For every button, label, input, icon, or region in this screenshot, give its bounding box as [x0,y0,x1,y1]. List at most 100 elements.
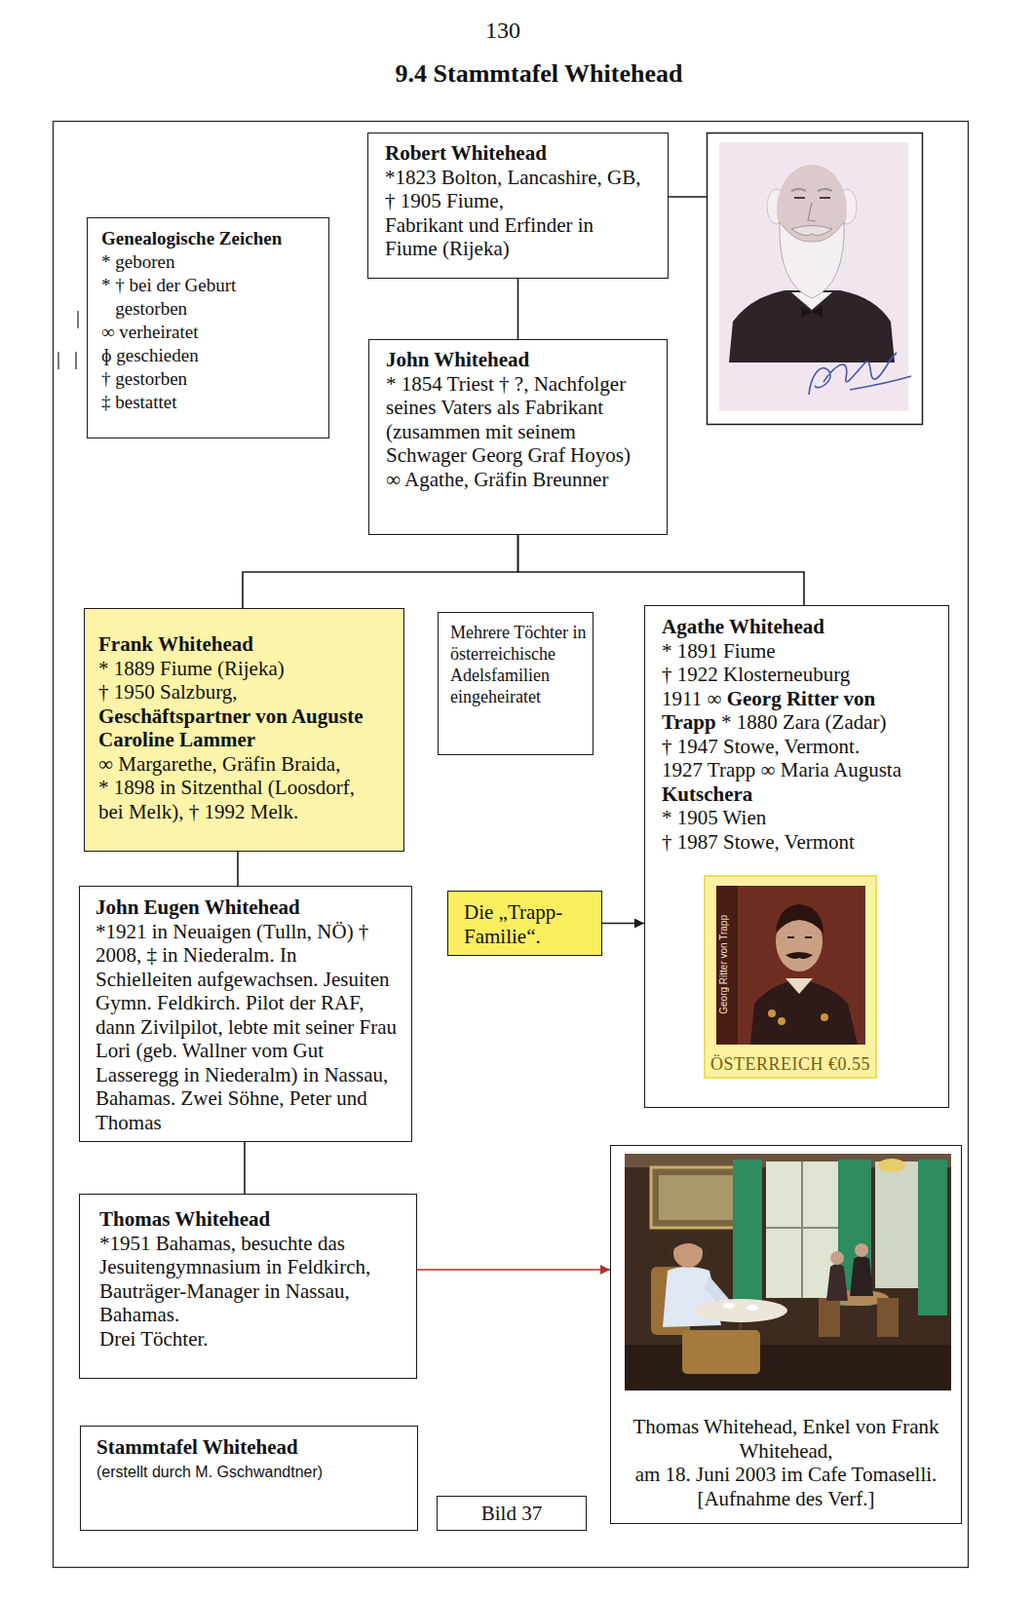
portrait-robert-whitehead [794,196,831,199]
note-box: Mehrere Töchter in österreichische Adels… [437,612,594,756]
cafe-photo [875,1161,919,1289]
cafe-photo [651,1167,741,1228]
node-text: * 1905 Wien [661,805,766,830]
text-line: † 1987 Stowe, Vermont [661,830,929,855]
node-text: Drei Töchter. [99,1327,209,1351]
text-line: † 1947 Stowe, Vermont. [661,734,929,760]
text-line: [Aufnahme des Verf.] [620,1487,952,1512]
callout-box: Die „Trapp-Familie“. [447,890,603,957]
node-text: ‡ bestattet [101,391,178,413]
portrait-robert-whitehead [791,189,833,192]
node-text: 1927 Trapp ∞ Maria Augusta [661,758,902,782]
cafe-photo [765,1161,839,1299]
person-box-highlighted: Frank Whitehead* 1889 Fiume (Rijeka)† 19… [83,608,405,852]
text-line: * geboren [101,250,285,274]
node-heading: Kutschera [661,782,753,806]
node-text: Mehrere Töchter in österreichische Adels… [450,622,587,707]
portrait-robert-whitehead [801,306,823,318]
connector-line [518,535,805,606]
node-text: [Aufnahme des Verf.] [696,1487,875,1511]
node-text: † 1905 Fiume, [384,189,504,213]
cafe-photo [673,1235,703,1250]
node-text: * † bei der Geburt gestorben [101,274,236,319]
text-line: Mehrere Töchter in österreichische Adels… [450,621,589,708]
trapp-stamp-art [716,885,866,1045]
figure-number-box: Bild 37 [436,1495,587,1532]
node-text: *1823 Bolton, Lancashire, GB, [384,165,641,190]
trapp-stamp-art [820,1013,829,1022]
trapp-stamp-art [704,876,877,1078]
cafe-photo [918,1159,948,1316]
text-line: Genealogische Zeichen [101,227,285,251]
cafe-photo [877,1298,899,1338]
connector-line [242,535,519,609]
node-heading: Agathe Whitehead [661,614,825,639]
node-text: ∞ Margarethe, Gräfin Braida, [98,752,341,776]
text-line: (erstellt durch M. Gschwandtner) [96,1459,408,1484]
text-line: ɸ geschieden [101,344,285,368]
text-line: † gestorben [101,367,285,391]
node-heading: Stammtafel Whitehead [96,1435,299,1459]
cafe-photo [624,1153,952,1391]
source-box: Stammtafel Whitehead(erstellt durch M. G… [79,1425,419,1532]
connector-line [517,278,520,340]
text-line: Bild 37 [441,1500,582,1527]
page-frame [53,121,969,1569]
node-text: * geboren [101,251,175,272]
node-text: Bild 37 [481,1501,542,1526]
text-line: * † bei der Geburt gestorben [101,273,285,321]
text-line: Fabrikant und Erfinder in Fiume (Rijeka) [384,213,644,262]
node-text: Die „Trapp-Familie“. [463,900,563,949]
text-line: * 1854 Triest † ?, Nachfolger seines Vat… [385,372,643,468]
node-heading: John Whitehead [385,347,530,372]
node-text: * 1889 Fiume (Rijeka) [98,656,285,681]
cafe-photo [732,1159,763,1311]
node-text: Georg Ritter von Trapp [718,915,730,1015]
cafe-photo [765,1161,839,1299]
text-line: Thomas Whitehead [99,1207,403,1232]
photo-box: Thomas Whitehead, Enkel von Frank Whiteh… [610,1145,962,1525]
margin-marks [57,351,59,370]
cafe-photo [682,1330,761,1375]
text-line: Drei Töchter. [99,1327,403,1352]
node-text: † gestorben [101,368,188,389]
cafe-photo [624,1344,952,1391]
text-line: ∞ verheiratet [101,320,285,345]
text-line: *1921 in Neuaigen (Tulln, NÖ) † 2008, ‡ … [95,919,398,1136]
node-text: * 1898 in Sitzenthal (Loosdorf, bei Melk… [98,775,355,824]
portrait-robert-whitehead [791,226,833,236]
text-line: Thomas Whitehead, Enkel von Frank Whiteh… [620,1415,952,1463]
cafe-photo [723,1302,735,1309]
node-text: am 18. Juni 2003 im Cafe Tomaselli. [635,1462,938,1487]
text-line: 1927 Trapp ∞ Maria Augusta Kutschera [661,758,929,806]
text-line: am 18. Juni 2003 im Cafe Tomaselli. [620,1462,952,1488]
stamp-image: Georg Ritter von TrappÖSTERREICH €0.55 [704,876,877,1078]
text-line: † 1905 Fiume, [384,189,644,214]
node-text: *1951 Bahamas, besuchte das Jesuitengymn… [99,1231,371,1328]
text-line: ∞ Margarethe, Gräfin Braida, [98,752,375,777]
person-box: John Eugen Whitehead*1921 in Neuaigen (T… [78,885,413,1143]
node-text: ÖSTERREICH €0.55 [704,1054,877,1074]
text-line: † 1950 Salzburg, [98,680,375,705]
trapp-stamp-art [716,885,738,1045]
node-text: † 1922 Klosterneuburg [661,662,850,687]
node-heading: John Eugen Whitehead [95,895,301,920]
portrait-link-line [668,195,707,198]
portrait-robert-whitehead [807,202,816,222]
cafe-photo [624,1153,952,1391]
margin-marks [76,310,78,329]
text-line: *1951 Bahamas, besuchte das Jesuitengymn… [99,1231,403,1328]
text-line: † 1922 Klosterneuburg [661,662,929,688]
connector-line [602,922,645,925]
node-text: ∞ verheiratet [101,321,199,343]
text-line: Robert Whitehead [384,141,644,166]
page-title: 9.4 Stammtafel Whitehead [295,59,783,89]
node-text: † 1987 Stowe, Vermont [661,830,855,854]
cafe-photo [854,1243,869,1258]
text-line: John Eugen Whitehead [95,895,398,920]
trapp-stamp-art [785,952,813,959]
text-line: Die „Trapp-Familie“. [463,900,592,949]
cafe-photo [693,1299,788,1323]
node-text: ∞ Agathe, Gräfin Breunner [385,467,609,492]
